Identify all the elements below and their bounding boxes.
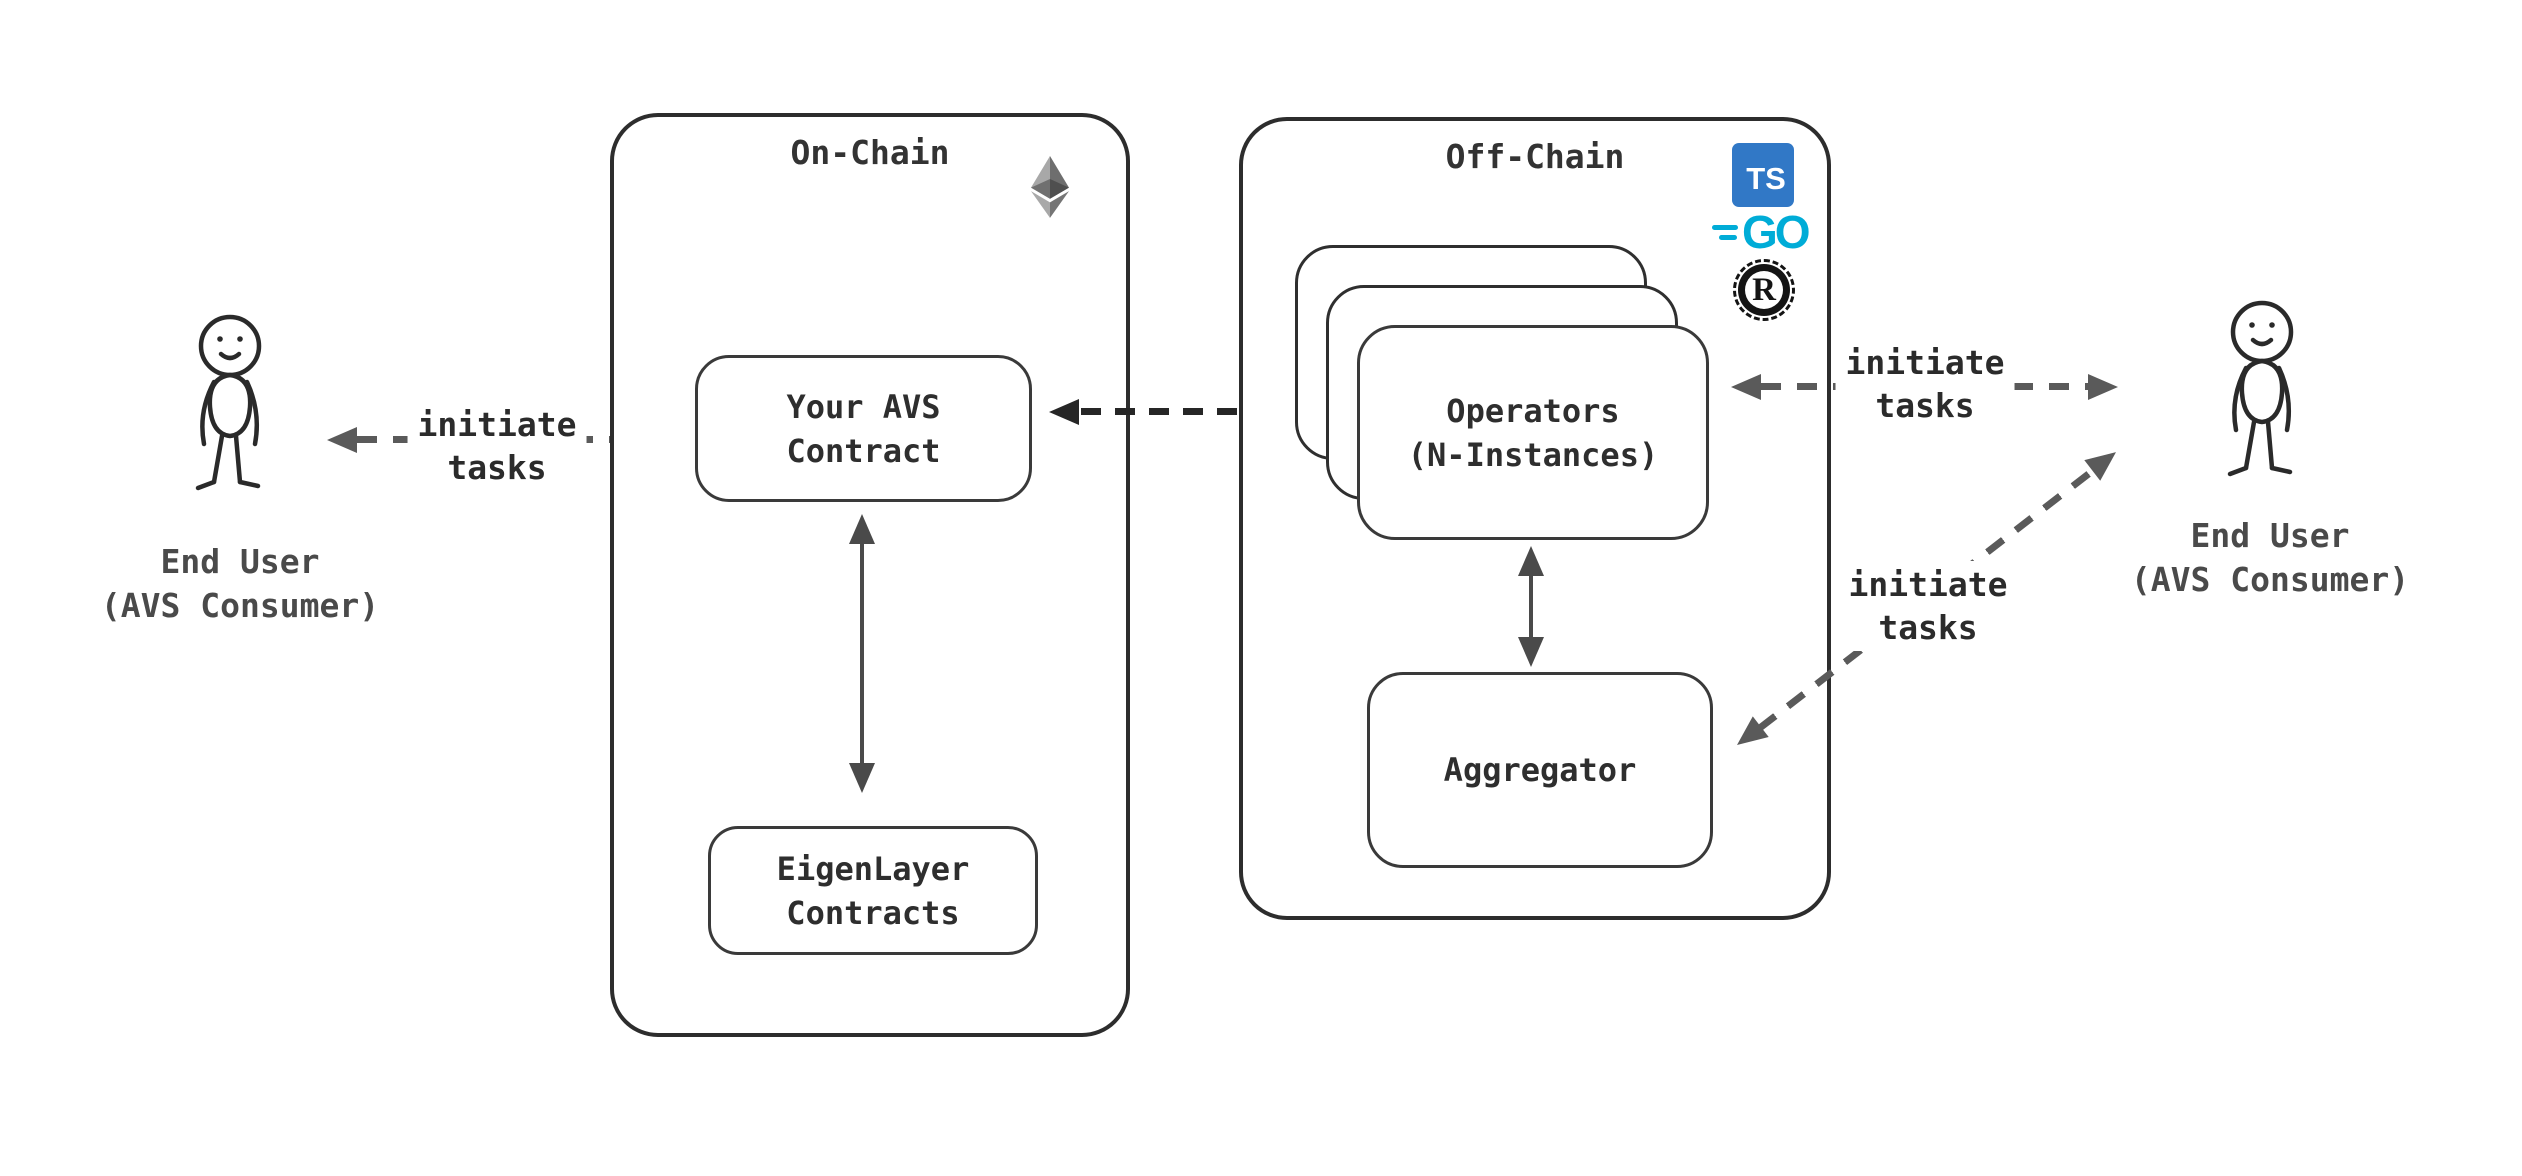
person-icon: [2200, 298, 2320, 498]
rust-core: R: [1745, 271, 1783, 309]
avs-contract-line2: Contract: [786, 431, 941, 470]
arrowhead-left-icon: [327, 427, 357, 453]
right-user-label: End User (AVS Consumer): [2131, 514, 2409, 602]
label-line: tasks: [1878, 608, 1978, 647]
right-user-name: End User: [2190, 516, 2350, 555]
label-line: initiate: [1848, 565, 2008, 604]
label-line: tasks: [1875, 386, 1975, 425]
eigenlayer-contracts-node: EigenLayer Contracts: [708, 826, 1038, 955]
eigenlayer-line1: EigenLayer: [776, 849, 970, 888]
aggregator-node: Aggregator: [1367, 672, 1713, 868]
arrowhead-down-icon: [849, 763, 875, 793]
typescript-icon: TS: [1732, 143, 1794, 207]
go-label: GO: [1742, 206, 1811, 258]
aggregator-label: Aggregator: [1443, 751, 1637, 789]
avs-contract-node: Your AVS Contract: [695, 355, 1032, 502]
left-user-role: (AVS Consumer): [100, 586, 380, 625]
person-icon: [168, 312, 288, 512]
initiate-tasks-label-bottom-right: initiate tasks: [1838, 561, 2018, 651]
label-line: tasks: [447, 448, 547, 487]
left-user-name: End User: [160, 542, 320, 581]
offchain-title: Off-Chain: [1445, 137, 1625, 176]
ethereum-icon: [1031, 156, 1069, 218]
avs-contract-line1: Your AVS: [786, 387, 941, 426]
arrowhead-up-icon: [1518, 546, 1544, 576]
right-user-role: (AVS Consumer): [2130, 560, 2410, 599]
operators-line2: (N-Instances): [1407, 435, 1659, 474]
label-line: initiate: [1845, 343, 2005, 382]
arrowhead-left-icon: [1049, 399, 1079, 425]
operators-node: Operators (N-Instances): [1357, 325, 1709, 540]
arrowhead-down-icon: [1518, 637, 1544, 667]
operators-line1: Operators: [1446, 391, 1620, 430]
go-speedline: [1712, 225, 1738, 230]
onchain-title: On-Chain: [790, 133, 950, 172]
arrowhead-right-icon: [2088, 374, 2118, 400]
eigenlayer-line2: Contracts: [786, 893, 960, 932]
arrowhead-up-icon: [849, 514, 875, 544]
rust-label: R: [1752, 271, 1776, 308]
initiate-tasks-label-left: initiate tasks: [407, 401, 587, 491]
left-user-label: End User (AVS Consumer): [101, 540, 379, 628]
arrowhead-left-icon: [1731, 374, 1761, 400]
initiate-tasks-label-top-right: initiate tasks: [1835, 339, 2015, 429]
rust-icon: R: [1733, 259, 1795, 321]
solid-line: [1529, 576, 1533, 637]
dashed-line: [1081, 408, 1257, 415]
solid-line: [860, 544, 864, 763]
go-icon: GO: [1712, 208, 1812, 256]
label-line: initiate: [417, 405, 577, 444]
ts-label: TS: [1746, 161, 1786, 196]
go-speedline: [1719, 235, 1737, 240]
